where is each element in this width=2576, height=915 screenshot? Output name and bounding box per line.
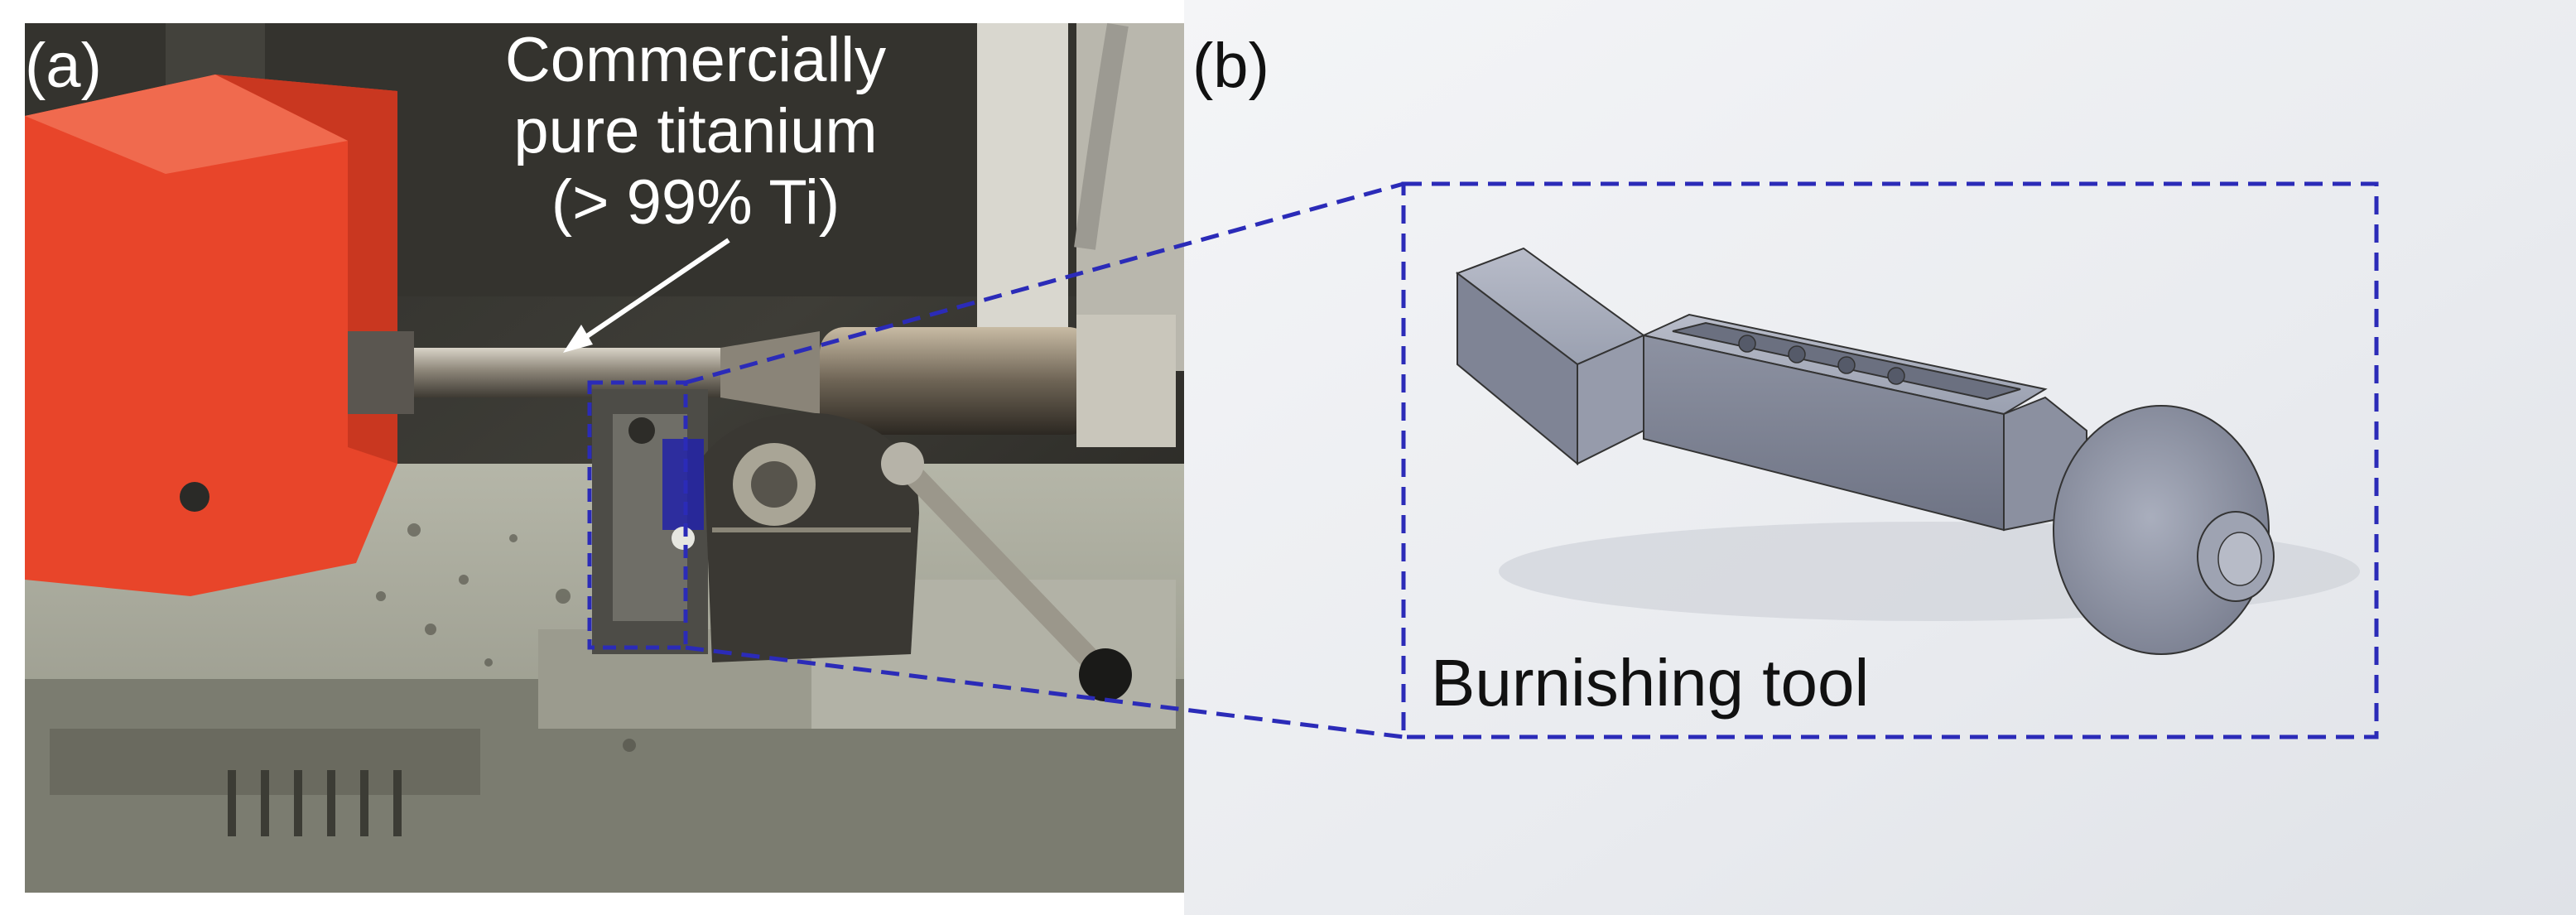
material-annotation: Commercially pure titanium (> 99% Ti) (431, 25, 961, 238)
zoom-connectors (685, 181, 1404, 739)
panel-b-label: (b) (1192, 31, 1269, 101)
lathe-photo (25, 22, 1184, 893)
panel-a-label: (a) (25, 31, 102, 101)
material-annotation-line3: (> 99% Ti) (551, 167, 840, 238)
tool-caption: Burnishing tool (1431, 646, 1870, 720)
material-annotation-line2: pure titanium (513, 96, 878, 166)
tool-highlight-box (587, 380, 688, 650)
tool-render (1184, 0, 2576, 915)
material-annotation-line1: Commercially (504, 25, 887, 95)
material-arrow (563, 238, 730, 353)
tool-detail-box (1401, 181, 2379, 739)
